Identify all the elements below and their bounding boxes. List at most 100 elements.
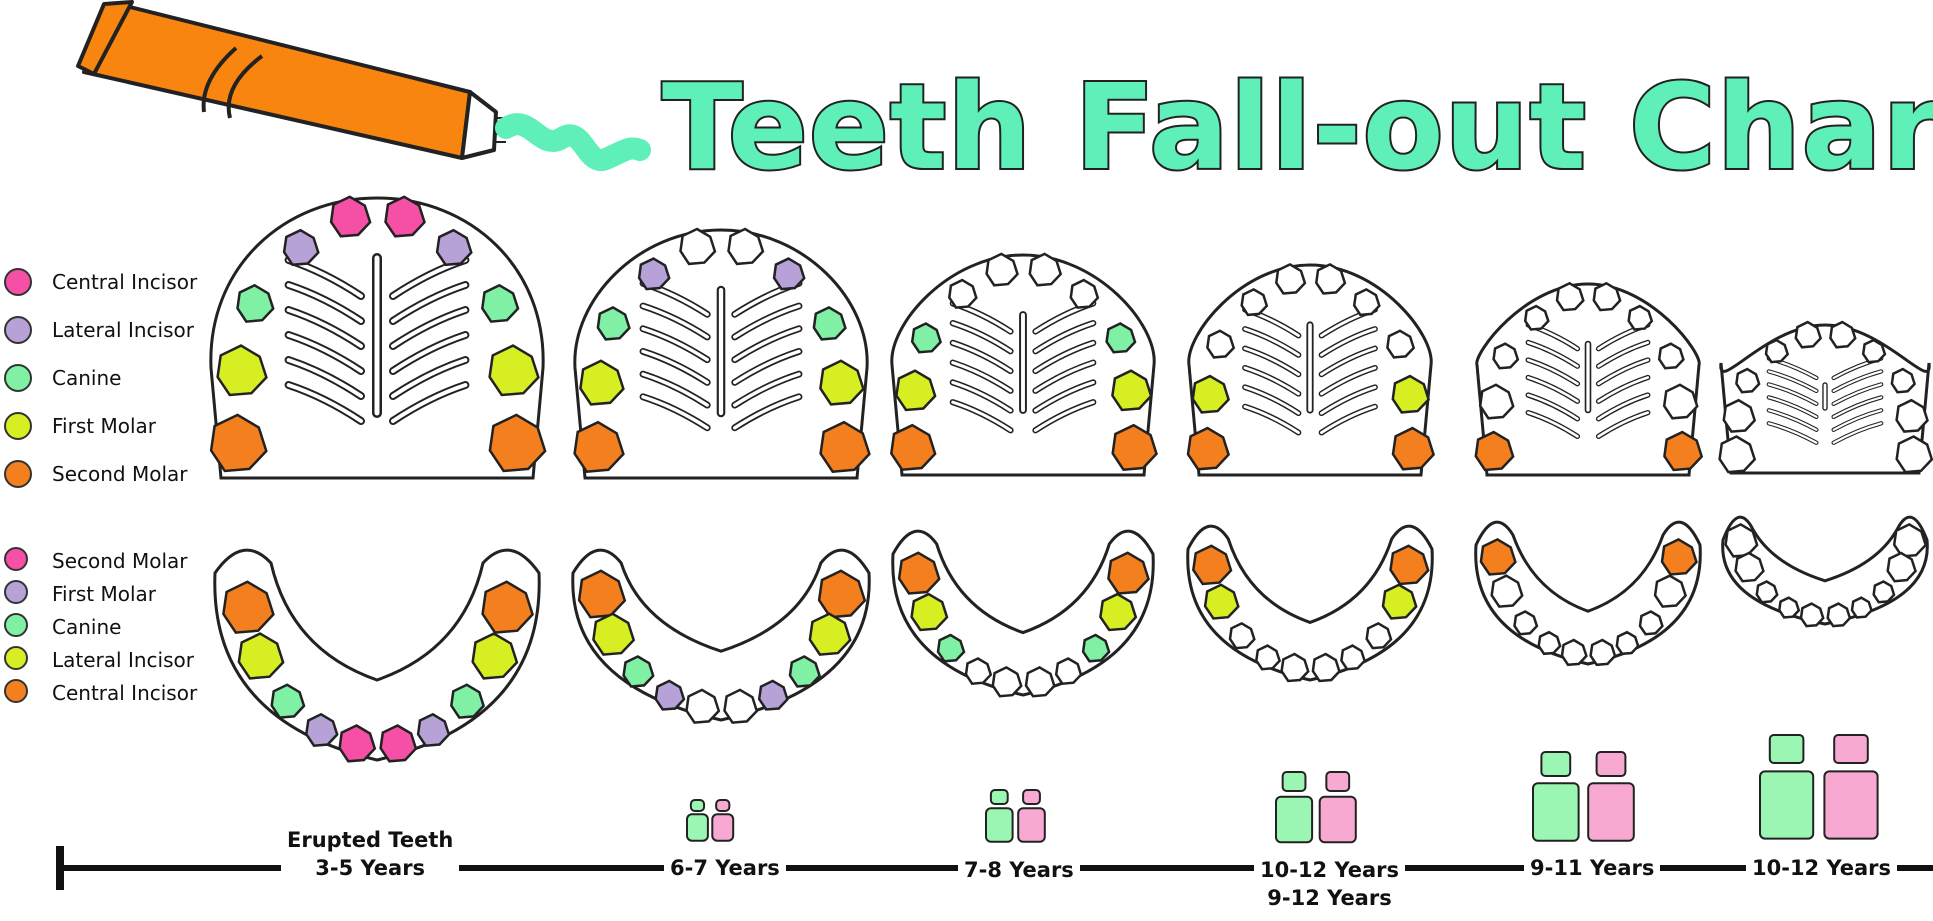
upper-tooth-sm <box>209 413 268 473</box>
lower-tooth-c <box>1228 621 1256 650</box>
palate-ridge-inner <box>1767 409 1818 431</box>
lower-tooth-c <box>270 683 306 719</box>
lower-tooth-ci <box>685 688 721 724</box>
lower-tooth-li <box>654 679 686 711</box>
palate-ridge-inner <box>641 395 709 430</box>
upper-tooth-fm <box>1722 398 1757 433</box>
palate-ridge-inner <box>1243 366 1300 396</box>
upper-tooth-li <box>1764 338 1790 364</box>
lower-tooth-ci <box>1024 665 1056 698</box>
box-large-green <box>1759 770 1815 840</box>
lower-tooth-fm <box>592 612 636 656</box>
palate-ridge-inner <box>1243 405 1300 434</box>
box-small-green <box>989 789 1009 805</box>
timeline-label-6-7: 6-7 Years <box>664 854 786 882</box>
upper-tooth-sm <box>889 423 937 472</box>
upper-tooth-fm <box>488 344 540 397</box>
upper-jaw <box>1186 262 1436 477</box>
upper-tooth-c <box>1386 329 1416 359</box>
lower-tooth-li <box>1850 596 1873 619</box>
upper-tooth-ci <box>1829 320 1857 349</box>
box-small-pink <box>1595 751 1627 777</box>
lower-tooth-c <box>1081 633 1111 663</box>
legend-dot-icon <box>4 580 28 604</box>
lower-tooth-li <box>1777 596 1801 619</box>
palate-ridge-inner <box>1526 376 1579 403</box>
upper-tooth-ci <box>985 252 1019 287</box>
upper-tooth-c <box>1206 329 1236 359</box>
lower-tooth-sm <box>817 569 867 619</box>
upper-jaw <box>1718 320 1933 475</box>
timeline-label-line2: 9-12 Years <box>1267 886 1392 910</box>
upper-tooth-li <box>282 228 320 267</box>
upper-tooth-li <box>1523 304 1550 331</box>
box-large-pink <box>1017 807 1046 843</box>
upper-tooth-c <box>910 322 943 354</box>
timeline-label-line1: 7-8 Years <box>964 858 1074 882</box>
upper-tooth-li <box>637 257 671 291</box>
lower-tooth-ci <box>1799 602 1825 628</box>
upper-tooth-ci <box>1028 252 1063 287</box>
lower-tooth-fm <box>1734 551 1765 583</box>
upper-tooth-fm <box>216 344 268 397</box>
timeline-label-9-11: 9-11 Years <box>1524 854 1661 882</box>
lower-tooth-sm <box>222 580 275 634</box>
legend-label: First Molar <box>52 414 156 438</box>
lower-tooth-fm <box>1653 574 1688 608</box>
lower-jaw <box>571 548 871 724</box>
jaw-stage-5 <box>1474 281 1704 667</box>
palate-ridge-inner <box>286 358 363 398</box>
palate-ridge-inner <box>1767 396 1818 418</box>
legend-label: Lateral Incisor <box>52 318 194 342</box>
palate-ridge-inner <box>1597 341 1650 368</box>
box-small-green <box>1768 734 1805 764</box>
upper-tooth-ci <box>727 227 765 266</box>
lower-tooth-fm <box>1381 583 1418 620</box>
box-large-green <box>985 807 1014 843</box>
lower-tooth-c <box>1513 610 1539 636</box>
upper-tooth-fm <box>895 369 937 412</box>
box-large-green <box>1532 782 1580 842</box>
palate-ridge-inner <box>1033 400 1095 432</box>
timeline-label-line1: 6-7 Years <box>670 856 780 880</box>
lower-tooth-sm <box>577 569 627 619</box>
lower-tooth-li <box>757 679 789 711</box>
upper-tooth-sm <box>1111 423 1158 472</box>
timeline-label-10-12-9-12: 10-12 Years 9-12 Years <box>1254 856 1406 912</box>
upper-tooth-ci <box>384 195 426 238</box>
palate-ridge-inner <box>733 327 801 362</box>
box-small-pink <box>1833 734 1869 764</box>
upper-tooth-ci <box>1314 262 1347 295</box>
upper-tooth-sm <box>1718 435 1757 474</box>
lower-tooth-sm <box>1892 522 1928 558</box>
box-small-green <box>1540 751 1572 777</box>
size-indicator-6 <box>1759 734 1879 840</box>
lower-jaw <box>213 548 541 763</box>
upper-tooth-c <box>596 305 631 341</box>
legend-label: Canine <box>52 615 122 639</box>
box-small-pink <box>1325 771 1351 792</box>
palate-ridge-inner <box>951 341 1013 373</box>
lower-tooth-c <box>622 655 655 688</box>
box-large-pink <box>1823 770 1879 840</box>
palate-ridge-inner <box>1832 383 1883 405</box>
palate-ridge-inner <box>1033 321 1095 353</box>
size-indicator-3 <box>985 789 1046 843</box>
upper-tooth-fm <box>1662 383 1699 420</box>
upper-tooth-li <box>1627 304 1654 331</box>
palate-ridge-inner <box>1832 396 1883 418</box>
lower-tooth-c <box>936 633 966 663</box>
palate-ridge-inner <box>391 333 468 373</box>
palate-ridge-inner <box>951 380 1013 413</box>
palate-ridge-inner <box>391 283 468 323</box>
palate-ridge-inner <box>1033 380 1095 413</box>
palate-ridge-inner <box>391 383 468 423</box>
palate-ridge-inner <box>733 349 801 385</box>
palate-ridge-inner <box>286 383 363 423</box>
palate-ridge-inner <box>1526 341 1579 368</box>
palate-ridge-inner <box>1832 370 1883 392</box>
lower-tooth-c <box>1365 621 1393 650</box>
palate-ridge-inner <box>1033 361 1095 393</box>
upper-tooth-ci <box>1274 262 1307 295</box>
upper-tooth-li <box>1069 278 1100 309</box>
